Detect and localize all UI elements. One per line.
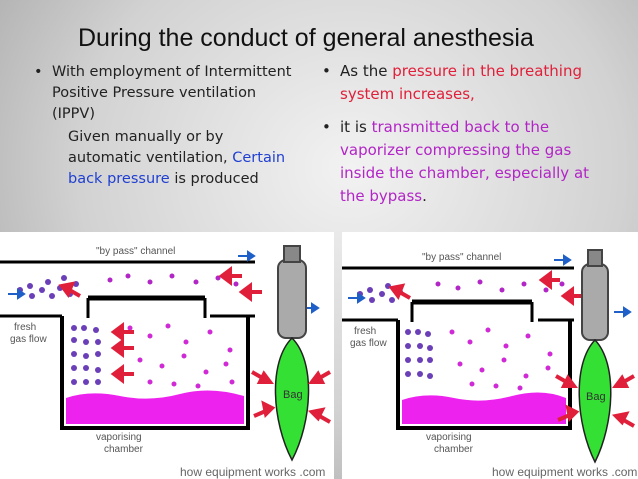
fresh-label: fresh xyxy=(14,322,36,333)
bag-icon xyxy=(274,336,310,462)
chamber-label-2: chamber xyxy=(434,444,474,455)
vaporizer-illustration-left: "by pass" channel fresh gas flow vaporis… xyxy=(0,245,331,479)
pressure-highlight: pressure in the breathing system increas… xyxy=(340,62,582,103)
ventilation-text: Given manually or by automatic ventilati… xyxy=(68,129,228,166)
vaporizer-illustration-right: "by pass" channel fresh gas flow vaporis… xyxy=(342,249,637,479)
bullet-mark: • xyxy=(34,64,43,80)
transmit-prefix: it is xyxy=(340,118,367,136)
ippv-text: With employment of Intermittent Positive… xyxy=(52,64,292,122)
credit-text: how equipment works .com xyxy=(492,465,637,479)
ippv-bullet: • With employment of Intermittent Positi… xyxy=(30,62,300,125)
back-pressure-highlight: Certain back pressure xyxy=(68,150,286,187)
bypass-label: "by pass" channel xyxy=(96,246,175,257)
bag-label: Bag xyxy=(586,391,606,403)
bypass-label: "by pass" channel xyxy=(422,252,501,263)
canister-icon xyxy=(581,263,609,341)
chamber-label: vaporising xyxy=(426,432,472,443)
vaporizer-diagram-right: "by pass" channel fresh gas flow vaporis… xyxy=(342,232,638,479)
transmit-highlight: transmitted back to the vaporizer compre… xyxy=(340,118,590,205)
right-column: • As the pressure in the breathing syste… xyxy=(318,60,618,208)
vaporizer-diagram-left: "by pass" channel fresh gas flow vaporis… xyxy=(0,232,334,479)
slide-title: During the conduct of general anesthesia xyxy=(78,24,534,52)
left-column: • With employment of Intermittent Positi… xyxy=(30,62,300,190)
bullet-mark: • xyxy=(322,62,331,80)
produced-text: is produced xyxy=(174,171,259,187)
bullet-mark: • xyxy=(322,118,331,136)
chamber-label-2: chamber xyxy=(104,444,144,455)
transmit-end: . xyxy=(422,187,427,205)
credit-text: how equipment works .com xyxy=(180,465,325,479)
transmit-bullet: • it is transmitted back to the vaporize… xyxy=(318,116,618,208)
bag-label: Bag xyxy=(283,389,303,401)
fresh-label: fresh xyxy=(354,326,376,337)
pressure-bullet: • As the pressure in the breathing syste… xyxy=(318,60,618,106)
canister-icon xyxy=(277,259,307,339)
chamber-label: vaporising xyxy=(96,432,142,443)
gas-flow-label: gas flow xyxy=(350,338,387,349)
back-pressure-note: Given manually or by automatic ventilati… xyxy=(30,127,300,190)
bag-icon xyxy=(578,338,612,464)
gas-flow-label: gas flow xyxy=(10,334,47,345)
pressure-prefix: As the xyxy=(340,62,388,80)
